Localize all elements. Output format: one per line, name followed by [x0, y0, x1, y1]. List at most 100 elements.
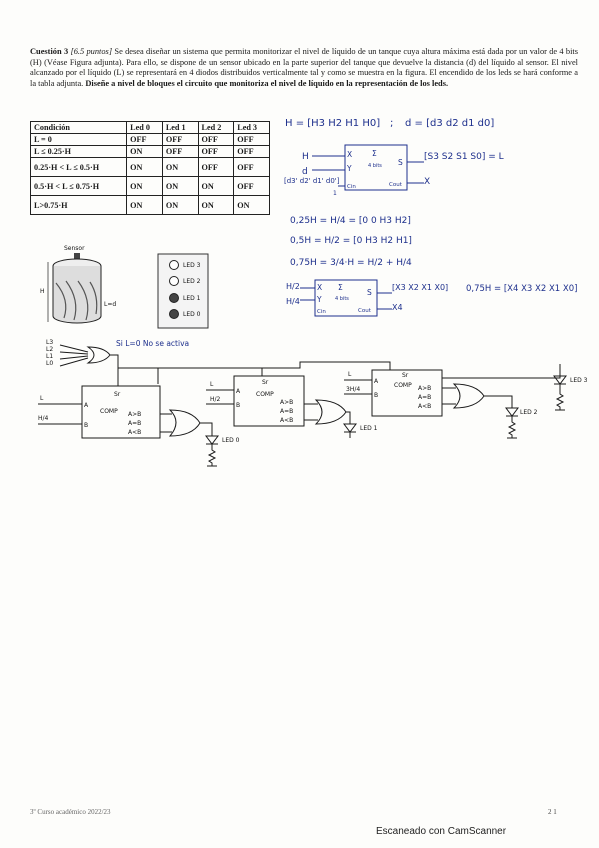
circuit-led0-label: LED 0 [222, 437, 240, 444]
adder2-input-h2: H/2 [286, 282, 300, 291]
comparator-2-box [233, 375, 305, 427]
cmp1-out-eq: A=B [128, 420, 141, 427]
table-row: L ≤ 0.25·H ON OFF OFF OFF [29, 145, 270, 158]
led3-icon [169, 260, 179, 270]
led2-label: LED 2 [183, 278, 201, 285]
tank-figure: Sensor H L=d LED 3 LED 2 LED 1 LED 0 [40, 245, 209, 329]
question-text: Cuestión 3 [6.5 puntos] Se desea diseñar… [30, 47, 578, 89]
circuit-diagram: L3 L2 L1 L0 Si L=0 No se activa L H/4 A … [38, 339, 588, 467]
question-task: Diseñe a nivel de bloques el circuito qu… [85, 78, 449, 88]
circuit-wires [38, 344, 567, 467]
or-gate-2-icon [314, 399, 347, 425]
cmp2-b-pin: B [236, 402, 240, 409]
adder2-bits: 4 bits [335, 296, 349, 302]
led2-ground-icon [507, 416, 517, 439]
wire-l2 [59, 351, 89, 355]
question-points: [6.5 puntos] [70, 47, 113, 56]
equation-025h: 0,25H = H/4 = [0 0 H3 H2] [290, 216, 411, 226]
led2-diode-icon [505, 407, 519, 417]
adder-bus-label: [d3' d2' d1' d0'] [284, 177, 340, 185]
footer-course: 3º Curso académico 2022/23 [30, 808, 111, 816]
circuit-led1-label: LED 1 [360, 425, 378, 432]
adder-input-d: d [302, 167, 308, 177]
or-gate-1-icon [168, 409, 201, 437]
comparator-3-box [371, 369, 443, 417]
cmp3-out-lt: A<B [418, 403, 431, 410]
note-h-def: H = [H3 H2 H1 H0] [285, 118, 381, 129]
wire-l0 [59, 357, 89, 367]
question-body: Se desea diseñar un sistema que permita … [30, 47, 579, 88]
table-row: 0.5·H < L ≤ 0.75·H ON ON ON OFF [29, 176, 270, 196]
cmp2-out-lt: A<B [280, 417, 293, 424]
adder-bits: 4 bits [368, 163, 382, 169]
liquid-hatch-icon [55, 280, 98, 321]
adder-sketch [312, 144, 424, 191]
cmp2-sel: Sr [262, 379, 269, 386]
cmp1-a-input: L [40, 395, 44, 402]
led3-label: LED 3 [183, 262, 201, 269]
table-row: L = 0 OFF OFF OFF OFF [29, 133, 270, 146]
note-d-def: d = [d3 d2 d1 d0] [405, 118, 495, 129]
cmp3-name: COMP [394, 382, 412, 389]
adder-cout-x: X [424, 177, 431, 187]
adder2-ci-label: Cin [317, 309, 326, 315]
cmp3-a-pin: A [374, 378, 379, 385]
tank-body-icon [52, 266, 102, 324]
led2-icon [169, 276, 179, 286]
adder2-sigma: Σ [338, 283, 343, 292]
cmp2-a-input: L [210, 381, 214, 388]
cmp3-b-input: 3H/4 [346, 386, 360, 393]
circuit-input-l2: L2 [46, 346, 53, 353]
led0-diode-icon [205, 435, 219, 445]
adder2-cout-label: Cout [358, 308, 372, 314]
adder-ci-label: Cin [347, 184, 356, 190]
adder-y-label: Y [346, 164, 352, 173]
adder2-cout: X4 [392, 303, 403, 312]
wire-led3 [442, 364, 561, 379]
comparator-1-box [81, 385, 161, 439]
led1-icon [169, 293, 179, 303]
cmp2-name: COMP [256, 391, 274, 398]
led1-diode-icon [343, 423, 357, 433]
wire-l3 [59, 344, 89, 353]
cmp3-a-input: L [348, 371, 352, 378]
wire-or2-led1 [346, 411, 351, 424]
table-row: 0.25·H < L ≤ 0.5·H ON ON OFF OFF [29, 157, 270, 177]
cmp1-b-pin: B [84, 422, 88, 429]
cmp3-out-gt: A>B [418, 385, 431, 392]
cmp3-b-pin: B [374, 392, 378, 399]
circuit-input-l3: L3 [46, 339, 53, 346]
note-separator: ; [390, 118, 394, 129]
equation-05h: 0,5H = H/2 = [0 H3 H2 H1] [290, 236, 412, 246]
cmp1-out-gt: A>B [128, 411, 141, 418]
table-row: L>0.75·H ON ON ON ON [29, 195, 270, 215]
sensor-icon [74, 253, 80, 259]
table-cell: ON [233, 195, 270, 215]
cmp3-sel: Sr [402, 372, 409, 379]
circuit-led2-label: LED 2 [520, 409, 538, 416]
question-title: Cuestión 3 [30, 47, 69, 56]
cmp2-out-eq: A=B [280, 408, 293, 415]
scanner-watermark: Escaneado con CamScanner [376, 826, 507, 837]
cmp1-a-pin: A [84, 402, 89, 409]
cmp2-out-gt: A>B [280, 399, 293, 406]
cmp2-b-input: H/2 [210, 396, 221, 403]
or-gate-enable-icon [86, 346, 111, 364]
equation-075h: 0,75H = 3/4·H = H/2 + H/4 [290, 258, 412, 268]
led1-label: LED 1 [183, 295, 201, 302]
adder2-input-h4: H/4 [286, 297, 300, 306]
condition-table: Condición Led 0 Led 1 Led 2 Led 3 L = 0 … [29, 121, 270, 215]
adder2-x-label: X [317, 283, 322, 292]
adder-sigma: Σ [372, 149, 377, 158]
wire-l1 [59, 355, 89, 360]
table-header-row: Condición Led 0 Led 1 Led 2 Led 3 [29, 121, 270, 134]
adder-x-label: X [347, 150, 352, 159]
table-cell: L>0.75·H [29, 195, 128, 215]
wire-or1-led0 [200, 422, 213, 436]
circuit-input-l1: L1 [46, 353, 53, 360]
circuit-input-l0: L0 [46, 360, 53, 367]
adder-box [344, 144, 408, 191]
adder-input-h: H [302, 152, 309, 162]
cmp2-a-pin: A [236, 388, 241, 395]
